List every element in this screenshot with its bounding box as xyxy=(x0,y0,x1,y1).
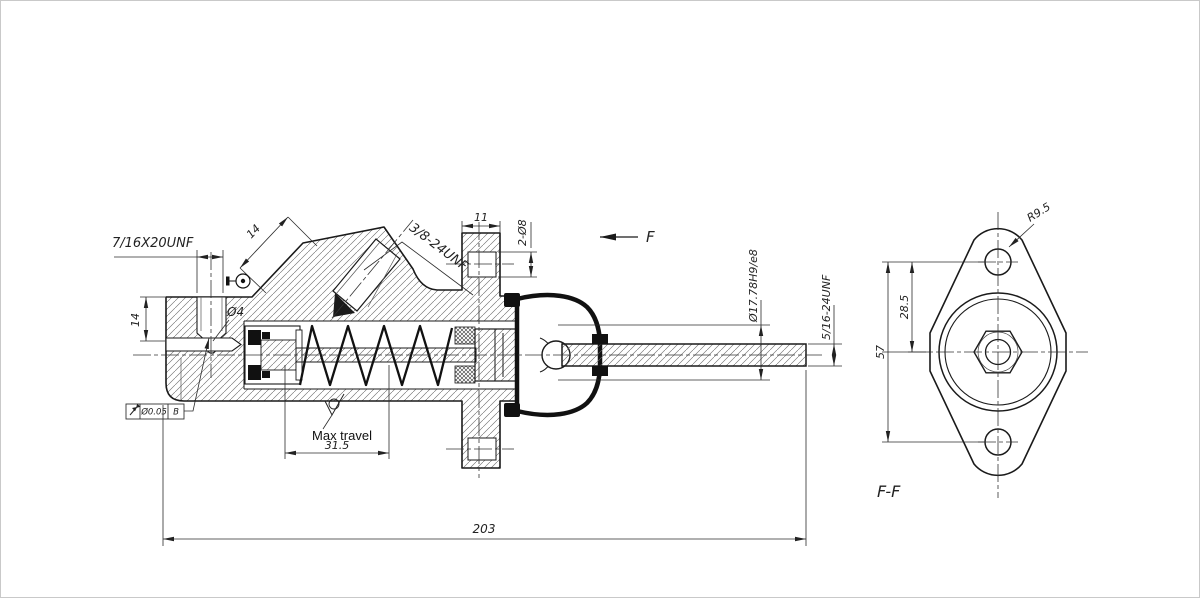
angled-port xyxy=(332,238,401,312)
flange-width-dim: 11 xyxy=(474,211,488,224)
max-travel-dim: 31.5 xyxy=(325,439,350,452)
centerlines xyxy=(133,219,822,478)
outlet-passage xyxy=(165,337,242,352)
top-port-thread-label: 7/16X20UNF xyxy=(112,236,194,251)
end-view: 57 28.5 R9.5 F-F xyxy=(874,200,1088,501)
port-height-dim: 14 xyxy=(129,313,142,327)
piston-seal-bottom xyxy=(454,365,476,384)
datum-target-icon xyxy=(226,273,251,289)
circular-runout-icon xyxy=(129,403,141,416)
view-direction-label: F xyxy=(646,228,655,246)
gdt-frame: Ø0.05 B xyxy=(125,337,210,420)
section-view-label: F-F xyxy=(877,482,901,501)
comp-hole-dim: Ø4 xyxy=(226,305,244,319)
return-spring xyxy=(298,324,454,387)
seal-top xyxy=(248,330,261,345)
angled-port-centerline xyxy=(331,219,414,319)
gdt-datum: B xyxy=(173,408,179,418)
boot-clamp-bottom xyxy=(504,403,520,417)
hole-offset-dim: 28.5 xyxy=(898,295,911,320)
rod-thread-dim: 5/16-24UNF xyxy=(820,274,833,340)
gdt-value: Ø0.05 xyxy=(140,407,167,418)
flange-holes-dim: 2-Ø8 xyxy=(516,219,529,246)
end-view-dimensions: 57 28.5 R9.5 xyxy=(874,200,1053,443)
hole-spacing-dim: 57 xyxy=(874,345,887,359)
boot-clamp-top xyxy=(504,293,520,307)
drill-tip xyxy=(333,293,355,317)
piston-seal-top xyxy=(454,326,476,345)
boot-neck-top xyxy=(592,334,608,344)
flange-hole-top xyxy=(467,251,497,278)
bore-fit-dim: Ø17.78H9/e8 xyxy=(747,249,760,323)
max-travel-label: Max travel xyxy=(312,428,372,443)
flange-outline xyxy=(929,227,1067,477)
overall-length-dim: 203 xyxy=(473,522,496,536)
boot-neck-bottom xyxy=(592,366,608,376)
seal-bottom xyxy=(248,365,261,380)
